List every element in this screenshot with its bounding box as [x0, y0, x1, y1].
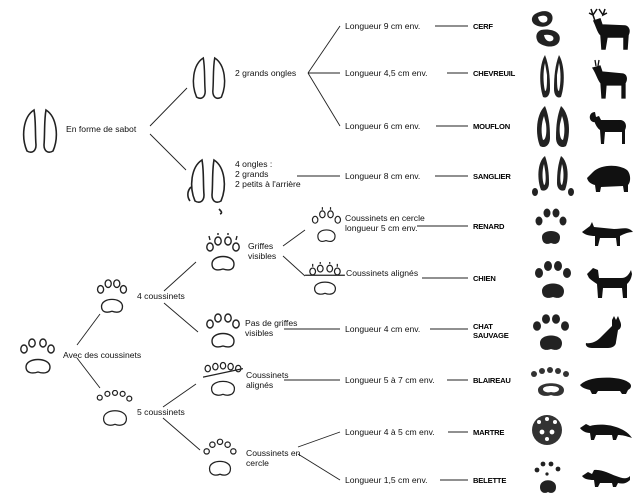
marten-icon	[580, 424, 632, 440]
pads-aligned-group-label: Coussinets alignés	[246, 370, 289, 390]
chien-name: CHIEN	[473, 274, 496, 283]
chevreuil-name: CHEVREUIL	[473, 69, 516, 78]
paw-no-claws-icon	[206, 313, 240, 348]
five-pads-print-icon	[96, 390, 133, 426]
blaireau-length: Longueur 5 à 7 cm env.	[345, 375, 435, 385]
roe-deer-icon	[591, 59, 627, 99]
belette-length: Longueur 1,5 cm env.	[345, 475, 428, 485]
renard-pads-description: Coussinets en cercle longueur 5 cm env.	[345, 213, 425, 233]
paw-print-icon	[20, 338, 55, 374]
sanglier-track-icon	[532, 156, 574, 196]
renard-track-icon	[535, 208, 567, 244]
mouflon-track-icon	[537, 106, 569, 148]
sanglier-name: SANGLIER	[473, 172, 511, 181]
chien-pads-description: Coussinets alignés	[346, 268, 419, 278]
fox-print-icon	[311, 207, 342, 242]
chat-sauvage-track-icon	[533, 314, 569, 350]
paw-aligned-pads-icon	[203, 361, 243, 396]
cerf-length: Longueur 9 cm env.	[345, 21, 421, 31]
sanglier-length: Longueur 8 cm env.	[345, 171, 421, 181]
martre-length: Longueur 4 à 5 cm env.	[345, 427, 435, 437]
paw-claws-visible-icon	[206, 233, 240, 271]
hoof-print-icon	[22, 108, 58, 153]
chevreuil-track-icon	[540, 55, 564, 98]
dog-icon	[587, 268, 632, 298]
belette-track-icon	[534, 461, 561, 493]
hoof-category-label: En forme de sabot	[66, 124, 137, 134]
five-pads-label: 5 coussinets	[137, 407, 185, 417]
dog-print-icon	[305, 262, 345, 295]
blaireau-name: BLAIREAU	[473, 376, 511, 385]
blaireau-track-icon	[531, 367, 569, 396]
fox-icon	[582, 222, 633, 246]
mouflon-icon	[589, 112, 626, 144]
two-hooves-label: 2 grands ongles	[235, 68, 297, 78]
mouflon-name: MOUFLON	[473, 122, 510, 131]
martre-name: MARTRE	[473, 428, 505, 437]
two-hooves-print-icon	[192, 56, 226, 100]
pads-circle-group-label: Coussinets en cercle	[246, 448, 301, 468]
pads-category-label: Avec des coussinets	[63, 350, 142, 360]
deer-icon	[588, 8, 630, 50]
four-hooves-print-icon	[187, 158, 226, 215]
mouflon-length: Longueur 6 cm env.	[345, 121, 421, 131]
chat-sauvage-length: Longueur 4 cm env.	[345, 324, 421, 334]
four-pads-print-icon	[96, 279, 128, 313]
badger-icon	[580, 377, 631, 394]
cerf-track-icon	[531, 11, 560, 47]
four-hooves-label: 4 ongles : 2 grands 2 petits à l'arrière	[235, 159, 301, 189]
claws-visible-label: Griffes visibles	[248, 241, 277, 261]
belette-name: BELETTE	[473, 476, 507, 485]
martre-track-icon	[532, 415, 562, 445]
wildcat-icon	[585, 316, 622, 348]
renard-name: RENARD	[473, 222, 505, 231]
chien-track-icon	[535, 261, 571, 298]
cerf-name: CERF	[473, 22, 493, 31]
no-claws-label: Pas de griffes visibles	[245, 318, 298, 338]
chevreuil-length: Longueur 4,5 cm env.	[345, 68, 428, 78]
boar-icon	[587, 165, 631, 192]
four-pads-label: 4 coussinets	[137, 291, 185, 301]
paw-circle-pads-icon	[203, 438, 237, 476]
chat-sauvage-name: CHAT SAUVAGE	[473, 322, 509, 340]
weasel-icon	[582, 469, 630, 487]
